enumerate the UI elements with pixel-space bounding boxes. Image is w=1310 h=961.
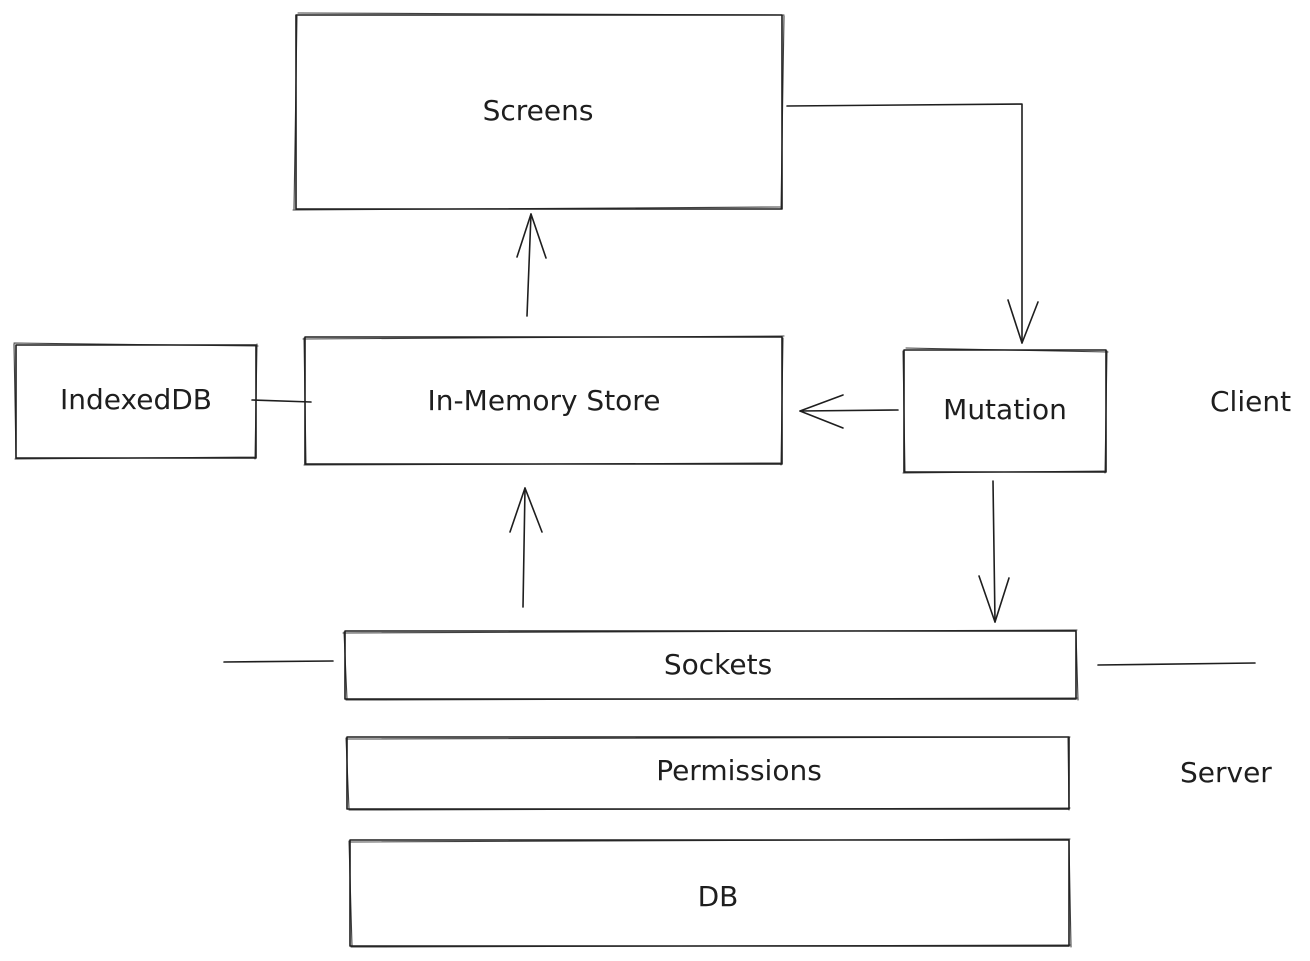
line-indexeddb-to-store [251,399,312,403]
in-memory-store-node[interactable]: In-Memory Store [302,335,785,466]
client-zone-label: Client [1210,385,1291,418]
client-server-separator [223,660,1256,666]
in-memory-store-label: In-Memory Store [428,384,661,417]
indexeddb-node[interactable]: IndexedDB [13,342,259,460]
server-zone-label: Server [1180,756,1272,789]
sockets-node[interactable]: Sockets [342,629,1079,701]
arrow-store-to-screens [516,213,547,317]
mutation-label: Mutation [943,393,1067,426]
indexeddb-label: IndexedDB [60,383,212,416]
arrow-screens-to-mutation [786,103,1039,344]
permissions-label: Permissions [656,754,822,787]
separator-right [1097,662,1256,666]
sockets-label: Sockets [664,648,772,681]
separator-left [223,660,334,663]
arrow-mutation-to-store [799,394,899,429]
permissions-node[interactable]: Permissions [345,736,1071,811]
screens-node[interactable]: Screens [292,12,785,211]
screens-label: Screens [483,94,594,127]
db-label: DB [698,880,739,913]
arrow-sockets-to-store [509,487,543,608]
arrow-mutation-to-sockets [978,480,1010,623]
mutation-node[interactable]: Mutation [902,347,1109,474]
db-node[interactable]: DB [348,838,1072,948]
